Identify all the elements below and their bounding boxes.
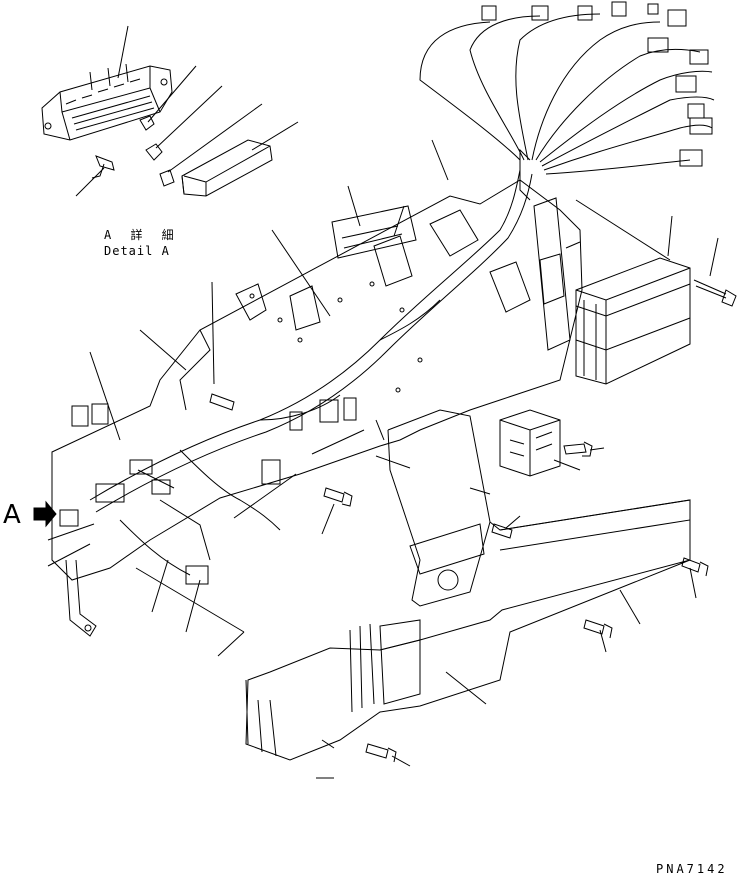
air-duct (245, 409, 691, 761)
bolt-left (209, 393, 235, 411)
detail-a-cover (181, 139, 273, 197)
upper-cable-bundle (419, 1, 715, 201)
detail-a-plug (145, 143, 163, 161)
detail-a-leader-lines (75, 25, 299, 197)
drawing-number: PNA7142 (656, 862, 728, 876)
leader-lines (47, 139, 719, 779)
upper-bracket (331, 205, 417, 259)
bolt-relay (563, 441, 593, 457)
view-a-arrow (33, 500, 57, 528)
detail-a-clip (159, 169, 175, 187)
detail-a-pin (139, 115, 155, 131)
wire-harness (59, 169, 533, 585)
view-a-label: A (3, 500, 21, 530)
main-bracket-plate (51, 179, 583, 581)
lower-bracket (65, 559, 97, 637)
detail-a-title-en: Detail A (104, 244, 170, 258)
detail-a-title-jp: A 詳 細 (104, 228, 180, 242)
bolt-duct-bottom (365, 743, 397, 763)
bolt-right-top (693, 279, 737, 307)
bolt-duct-lower (583, 619, 613, 639)
relay-module (499, 409, 561, 477)
bolt-center (323, 487, 353, 507)
detail-a-connector (41, 63, 173, 141)
control-unit-box (575, 257, 691, 385)
detail-a-screw (91, 155, 115, 179)
bolt-duct-right (681, 557, 709, 577)
